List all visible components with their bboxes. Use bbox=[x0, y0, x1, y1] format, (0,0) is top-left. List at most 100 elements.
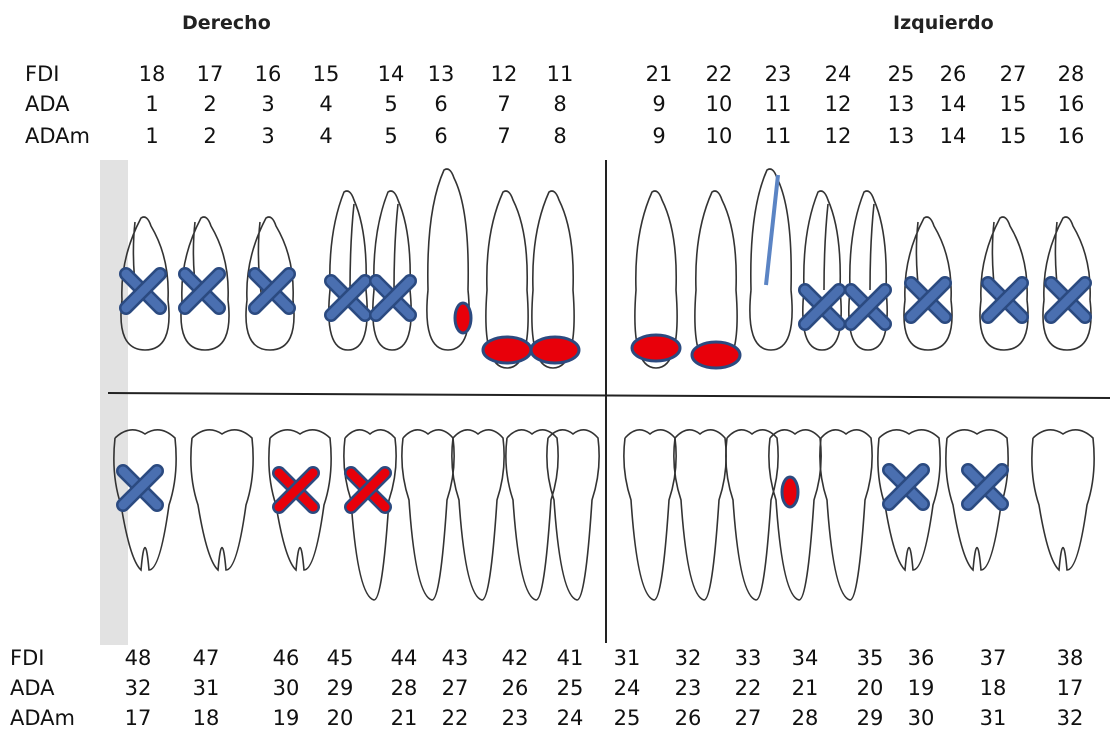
tooth-number: 20 bbox=[856, 676, 884, 700]
tooth-number: 6 bbox=[434, 92, 448, 116]
tooth-outline bbox=[768, 429, 822, 601]
blue-line-mark bbox=[764, 174, 780, 286]
tooth-number: 8 bbox=[553, 92, 567, 116]
tooth-number: 14 bbox=[939, 124, 967, 148]
red-oval-mark bbox=[630, 333, 682, 363]
tooth-number: 31 bbox=[192, 676, 220, 700]
tooth-number: 19 bbox=[907, 676, 935, 700]
tooth-number: 24 bbox=[613, 676, 641, 700]
tooth-outline bbox=[1031, 429, 1095, 572]
tooth-outline bbox=[485, 190, 529, 369]
tooth-outline bbox=[505, 429, 559, 601]
tooth-outline bbox=[945, 429, 1009, 572]
blue-x-mark bbox=[904, 276, 952, 324]
red-x-mark bbox=[272, 466, 320, 514]
tooth-number: 30 bbox=[272, 676, 300, 700]
upper-adam-row-label: ADAm bbox=[25, 124, 90, 148]
tooth-number: 46 bbox=[272, 646, 300, 670]
tooth-number: 35 bbox=[856, 646, 884, 670]
tooth-number: 32 bbox=[674, 646, 702, 670]
tooth-number: 42 bbox=[501, 646, 529, 670]
tooth-outline bbox=[190, 429, 254, 572]
tooth-number: 18 bbox=[979, 676, 1007, 700]
tooth-number: 21 bbox=[791, 676, 819, 700]
tooth-number: 14 bbox=[939, 92, 967, 116]
lower-adam-row-label: ADAm bbox=[10, 706, 75, 730]
tooth-number: 18 bbox=[192, 706, 220, 730]
lower-fdi-row-label: FDI bbox=[10, 646, 45, 670]
tooth-number: 12 bbox=[490, 62, 518, 86]
tooth-number: 29 bbox=[326, 676, 354, 700]
tooth-number: 26 bbox=[674, 706, 702, 730]
blue-x-mark bbox=[324, 274, 372, 322]
tooth-number: 33 bbox=[734, 646, 762, 670]
occlusal-line bbox=[107, 392, 1110, 399]
tooth-number: 2 bbox=[203, 92, 217, 116]
tooth-outline bbox=[401, 429, 455, 601]
red-oval-mark bbox=[453, 301, 473, 335]
tooth-number: 44 bbox=[390, 646, 418, 670]
tooth-outline bbox=[725, 429, 779, 601]
blue-x-mark bbox=[369, 274, 417, 322]
tooth-number: 13 bbox=[887, 92, 915, 116]
tooth-number: 13 bbox=[887, 124, 915, 148]
tooth-outline bbox=[546, 429, 600, 601]
tooth-number: 16 bbox=[1057, 92, 1085, 116]
tooth-outline bbox=[749, 168, 793, 351]
tooth-number: 23 bbox=[764, 62, 792, 86]
tooth-number: 29 bbox=[856, 706, 884, 730]
tooth-number: 2 bbox=[203, 124, 217, 148]
tooth-number: 10 bbox=[705, 92, 733, 116]
tooth-outline bbox=[634, 190, 678, 369]
tooth-number: 3 bbox=[261, 124, 275, 148]
tooth-number: 17 bbox=[196, 62, 224, 86]
tooth-number: 22 bbox=[734, 676, 762, 700]
tooth-number: 11 bbox=[764, 124, 792, 148]
tooth-number: 1 bbox=[145, 124, 159, 148]
tooth-number: 28 bbox=[390, 676, 418, 700]
tooth-outline bbox=[451, 429, 505, 601]
tooth-outline bbox=[343, 429, 397, 601]
tooth-number: 17 bbox=[1056, 676, 1084, 700]
blue-x-mark bbox=[981, 276, 1029, 324]
tooth-number: 31 bbox=[979, 706, 1007, 730]
tooth-number: 28 bbox=[1057, 62, 1085, 86]
tooth-number: 16 bbox=[254, 62, 282, 86]
tooth-number: 17 bbox=[124, 706, 152, 730]
tooth-number: 32 bbox=[124, 676, 152, 700]
tooth-outline bbox=[328, 190, 368, 351]
tooth-number: 30 bbox=[907, 706, 935, 730]
tooth-number: 24 bbox=[824, 62, 852, 86]
tooth-number: 38 bbox=[1056, 646, 1084, 670]
tooth-number: 27 bbox=[441, 676, 469, 700]
blue-x-mark bbox=[248, 267, 296, 315]
tooth-number: 4 bbox=[319, 92, 333, 116]
tooth-number: 48 bbox=[124, 646, 152, 670]
tooth-number: 25 bbox=[613, 706, 641, 730]
tooth-number: 15 bbox=[312, 62, 340, 86]
red-oval-mark bbox=[529, 335, 581, 365]
blue-x-mark bbox=[119, 267, 167, 315]
tooth-number: 1 bbox=[145, 92, 159, 116]
tooth-number: 25 bbox=[556, 676, 584, 700]
tooth-number: 6 bbox=[434, 124, 448, 148]
tooth-number: 20 bbox=[326, 706, 354, 730]
red-oval-mark bbox=[690, 340, 742, 370]
tooth-number: 37 bbox=[979, 646, 1007, 670]
tooth-number: 5 bbox=[384, 92, 398, 116]
tooth-number: 3 bbox=[261, 92, 275, 116]
tooth-number: 43 bbox=[441, 646, 469, 670]
blue-x-mark bbox=[961, 463, 1009, 511]
tooth-number: 47 bbox=[192, 646, 220, 670]
tooth-outline bbox=[819, 429, 873, 601]
lower-ada-row-label: ADA bbox=[10, 676, 55, 700]
tooth-number: 22 bbox=[705, 62, 733, 86]
red-x-mark bbox=[344, 466, 392, 514]
tooth-number: 23 bbox=[501, 706, 529, 730]
chart-background bbox=[100, 160, 128, 645]
